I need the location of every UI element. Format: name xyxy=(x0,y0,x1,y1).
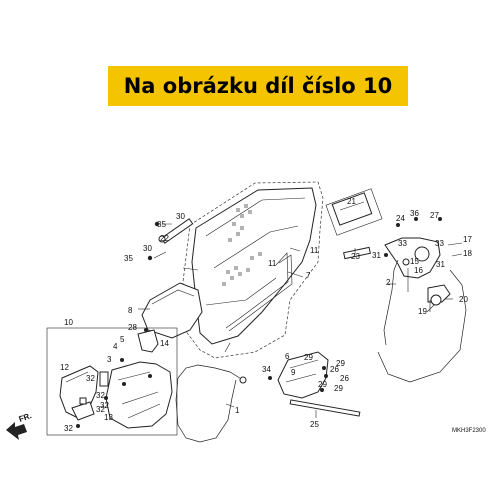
direction-label: FR. xyxy=(18,411,33,424)
seat-lock-assembly xyxy=(331,192,467,383)
callout-34: 34 xyxy=(262,365,271,374)
callout-36: 36 xyxy=(410,209,419,218)
callout-32-repeat: 32 xyxy=(86,374,95,383)
callout-29-repeat: 29 xyxy=(334,384,343,393)
callout-14: 14 xyxy=(160,339,169,348)
callout-23: 23 xyxy=(351,252,360,261)
callout-20: 20 xyxy=(459,295,468,304)
callout-labels: 1 2 3 4 5 6 7 8 9 10 11 12 13 14 15 16 1… xyxy=(60,197,472,433)
callout-17: 17 xyxy=(463,235,472,244)
box-10-assembly xyxy=(46,327,178,436)
callout-31: 31 xyxy=(372,251,381,260)
leader-lines xyxy=(138,247,453,418)
callout-18: 18 xyxy=(463,249,472,258)
part-21-tag xyxy=(325,188,383,236)
diagram-code: MKH3F2300 xyxy=(452,428,486,434)
front-direction-icon: FR. xyxy=(6,411,33,440)
callout-11-repeat: 11 xyxy=(268,259,277,268)
banner-title: Na obrázku díl číslo 10 xyxy=(123,74,393,98)
callout-21: 21 xyxy=(347,197,356,206)
callout-7: 7 xyxy=(306,271,311,280)
callout-28: 28 xyxy=(128,323,137,332)
callout-27: 27 xyxy=(430,211,439,220)
callout-24: 24 xyxy=(396,214,405,223)
callout-32-repeat: 32 xyxy=(96,405,105,414)
callout-30: 30 xyxy=(176,212,185,221)
callout-29: 29 xyxy=(304,353,313,362)
callout-26: 26 xyxy=(330,365,339,374)
part-14-bracket xyxy=(137,328,159,353)
callout-12: 12 xyxy=(60,363,69,372)
callout-13: 13 xyxy=(104,413,113,422)
callout-16: 16 xyxy=(414,266,423,275)
callout-29-repeat: 29 xyxy=(336,359,345,368)
callout-35-repeat: 35 xyxy=(124,254,133,263)
callout-31-repeat: 31 xyxy=(436,260,445,269)
callout-8: 8 xyxy=(128,306,133,315)
bracket-assembly xyxy=(268,351,361,417)
cable-1 xyxy=(175,364,247,443)
callout-2: 2 xyxy=(386,278,391,287)
seat-assembly xyxy=(141,181,324,359)
callout-30-repeat: 30 xyxy=(143,244,152,253)
callout-19: 19 xyxy=(418,307,427,316)
callout-4: 4 xyxy=(113,342,118,351)
callout-3: 3 xyxy=(107,355,112,364)
callout-35: 35 xyxy=(157,220,166,229)
callout-33-repeat: 33 xyxy=(435,239,444,248)
callout-11: 11 xyxy=(310,246,319,255)
callout-22: 22 xyxy=(160,234,169,243)
callout-32-repeat: 32 xyxy=(100,401,109,410)
callout-5: 5 xyxy=(120,335,125,344)
hinge-parts xyxy=(147,218,194,261)
callout-10: 10 xyxy=(64,318,73,327)
callout-33: 33 xyxy=(398,239,407,248)
callout-32: 32 xyxy=(96,391,105,400)
callout-6: 6 xyxy=(285,352,290,361)
seat-pattern xyxy=(222,204,262,286)
callout-9: 9 xyxy=(291,368,296,377)
part-number-banner: Na obrázku díl číslo 10 xyxy=(108,66,408,106)
callout-29-repeat: 29 xyxy=(318,380,327,389)
callout-26-repeat: 26 xyxy=(340,374,349,383)
callout-15: 15 xyxy=(410,257,419,266)
callout-1: 1 xyxy=(235,406,240,415)
callout-25: 25 xyxy=(310,420,319,429)
callout-32-repeat: 32 xyxy=(64,424,73,433)
